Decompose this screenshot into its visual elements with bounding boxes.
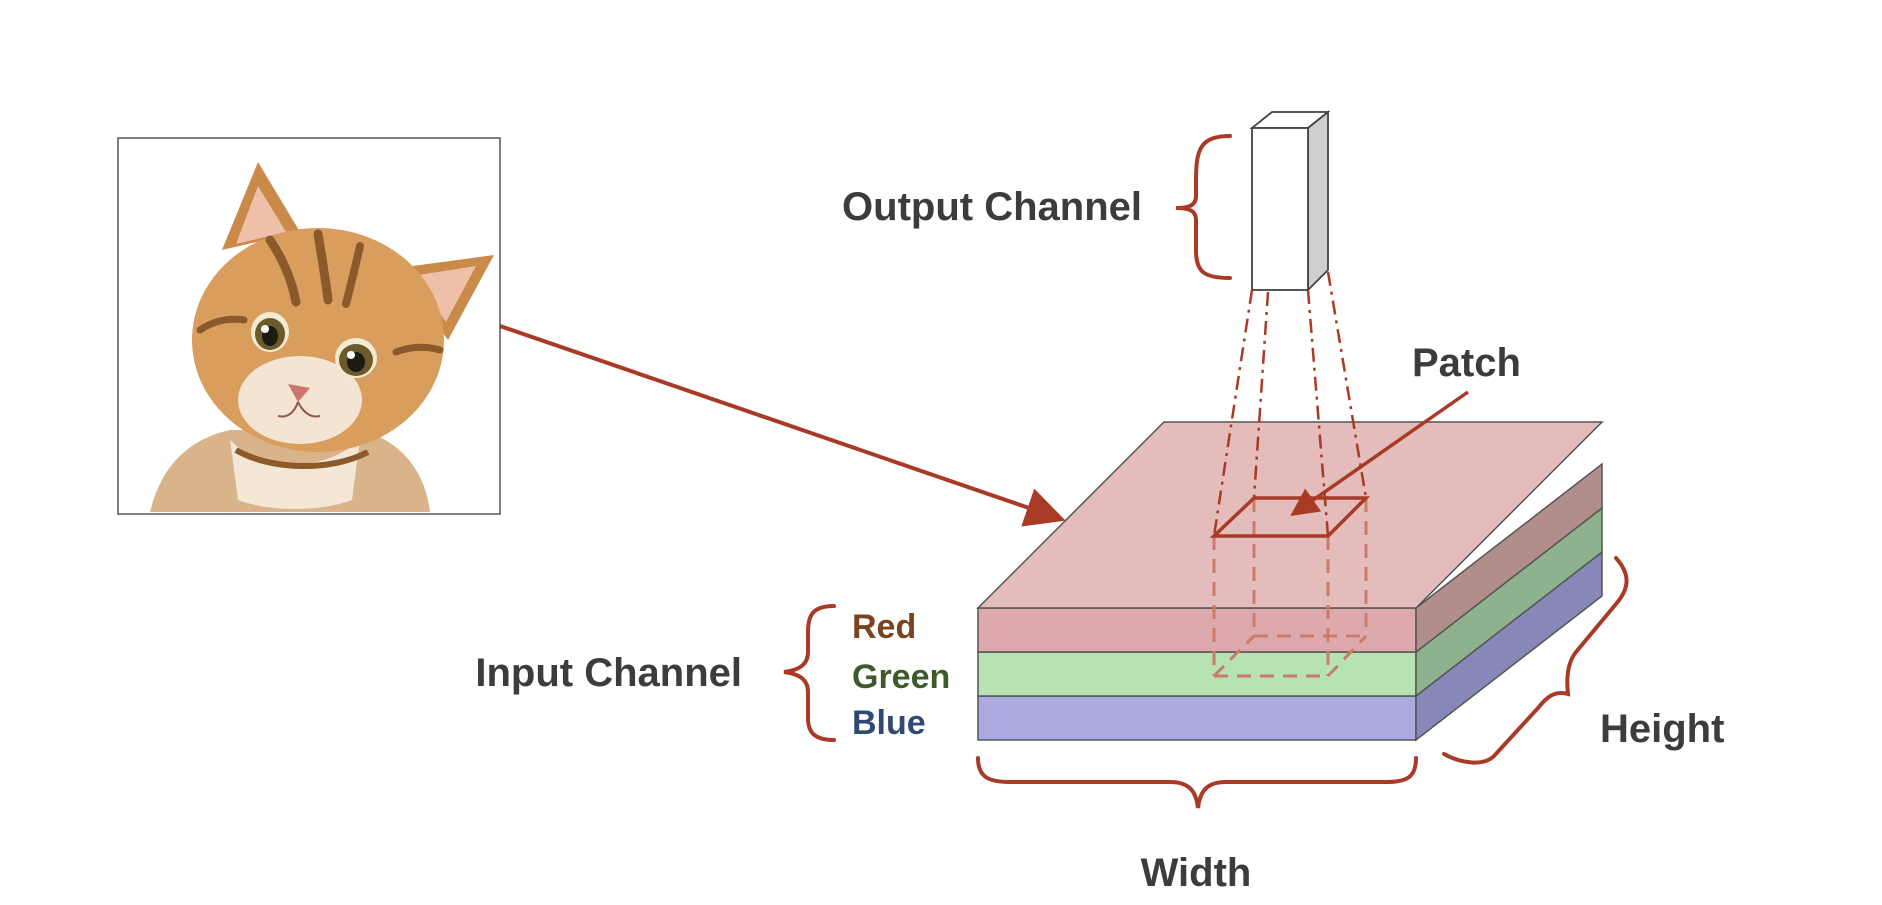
input-channel-brace (783, 604, 836, 742)
red-layer-front (977, 607, 1417, 653)
green-layer-front (977, 651, 1417, 697)
patch-volume (1212, 498, 1368, 678)
patch-outline (1209, 496, 1371, 538)
patch-label: Patch (1412, 341, 1521, 385)
width-label: Width (1141, 851, 1252, 895)
output-column (1249, 110, 1331, 293)
input-volume (976, 421, 1604, 742)
green-channel-label: Green (852, 658, 950, 696)
output-channel-brace (1175, 134, 1232, 280)
blue-layer-front (977, 695, 1417, 741)
input-channel-label: Input Channel (475, 651, 742, 695)
red-channel-label: Red (852, 608, 916, 646)
height-label: Height (1600, 707, 1724, 751)
input-top-face (976, 421, 1604, 609)
red-layer-side (1415, 462, 1603, 654)
image-to-input-arrow (499, 324, 1066, 527)
output-channel-label: Output Channel (842, 185, 1142, 229)
projection-lines (1212, 271, 1368, 537)
height-brace (1442, 556, 1629, 765)
patch-pointer-arrow (1290, 390, 1470, 517)
kitten-photo-icon (117, 137, 501, 515)
blue-channel-label: Blue (852, 704, 926, 742)
width-brace (976, 756, 1418, 809)
